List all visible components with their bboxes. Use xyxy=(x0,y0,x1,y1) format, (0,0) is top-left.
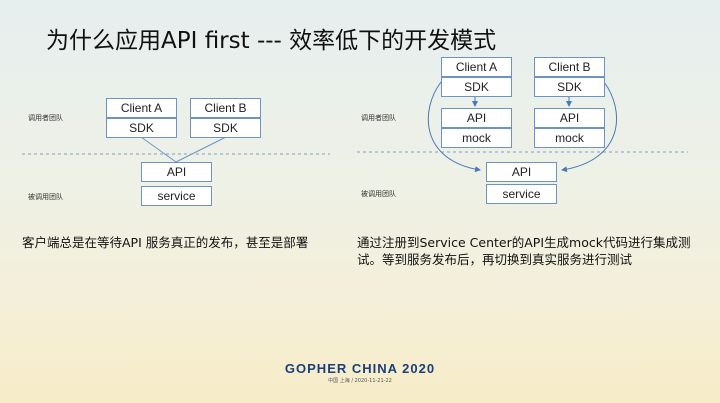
left-client-a-box: Client A xyxy=(106,98,177,118)
right-api-box: API xyxy=(486,162,557,182)
footer-subtitle: 中国 上海 / 2020-11-21-22 xyxy=(328,378,392,384)
right-sdk-a-box: SDK xyxy=(441,77,512,97)
right-mock-b-box: mock xyxy=(534,128,605,148)
right-client-b-to-service-api-arrow xyxy=(561,81,618,173)
left-description: 客户端总是在等待API 服务真正的发布，甚至是部署 xyxy=(22,235,309,250)
left-sdk-a-to-api-line xyxy=(140,136,177,163)
right-client-a-to-service-api-arrow xyxy=(427,81,481,173)
left-sdk-a-box: SDK xyxy=(106,118,177,138)
right-client-a-box: Client A xyxy=(441,57,512,77)
left-api-box: API xyxy=(141,162,212,182)
right-api-b-box: API xyxy=(534,108,605,128)
right-callee-team-label: 被调用团队 xyxy=(361,190,396,198)
right-client-b-box: Client B xyxy=(534,57,605,77)
left-service-box: service xyxy=(141,186,212,206)
right-caller-team-label: 调用者团队 xyxy=(361,114,396,122)
left-client-b-box: Client B xyxy=(190,98,261,118)
right-api-a-box: API xyxy=(441,108,512,128)
right-description: 通过注册到Service Center的API生成mock代码进行集成测试。等到… xyxy=(357,235,691,267)
right-sdk-b-box: SDK xyxy=(534,77,605,97)
left-sdk-b-box: SDK xyxy=(190,118,261,138)
right-service-box: service xyxy=(486,184,557,204)
right-mock-a-box: mock xyxy=(441,128,512,148)
slide-title: 为什么应用API first --- 效率低下的开发模式 xyxy=(46,28,497,54)
left-caller-team-label: 调用者团队 xyxy=(28,114,63,122)
footer-brand: GOPHER CHINA 2020 xyxy=(284,361,436,376)
left-sdk-b-to-api-line xyxy=(175,136,227,163)
left-callee-team-label: 被调用团队 xyxy=(28,193,63,201)
